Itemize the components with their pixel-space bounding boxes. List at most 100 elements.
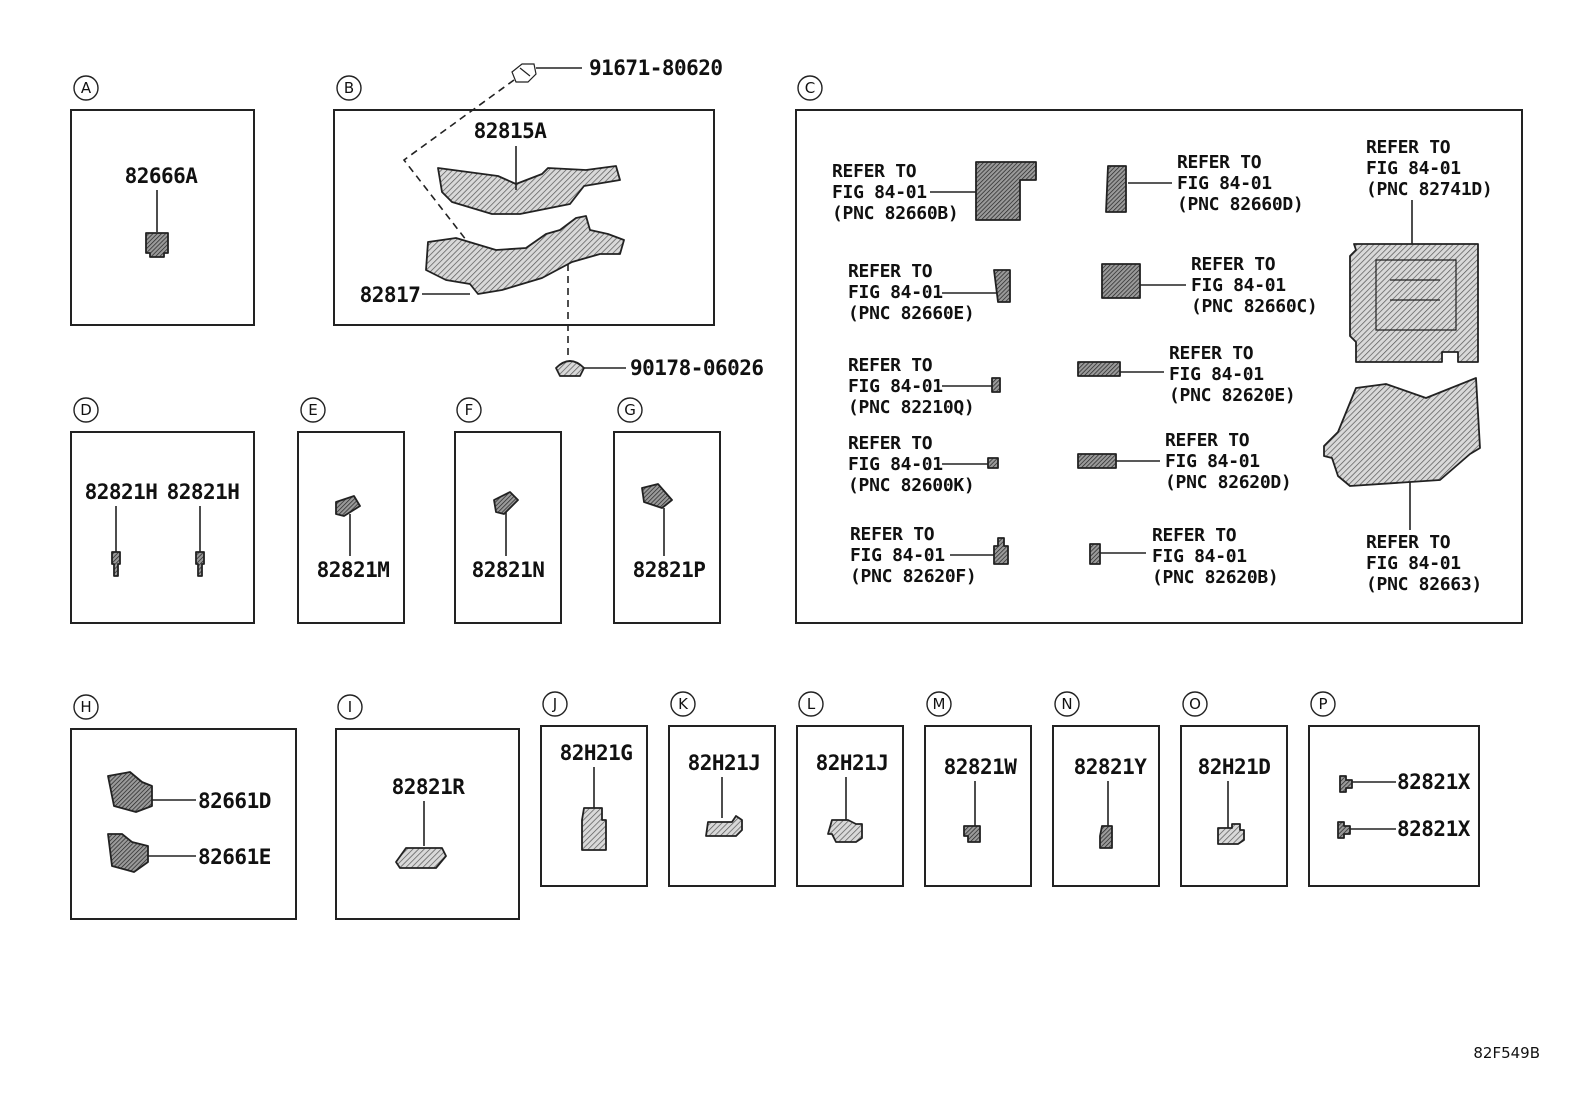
relay-cluster-icon bbox=[1101, 263, 1141, 299]
svg-text:REFER TO: REFER TO bbox=[1177, 152, 1262, 173]
svg-text:FIG 84-01: FIG 84-01 bbox=[1366, 158, 1461, 179]
reference-82660B: REFER TO FIG 84-01 (PNC 82660B) bbox=[832, 161, 1037, 224]
svg-text:REFER TO: REFER TO bbox=[1169, 343, 1254, 364]
svg-text:FIG 84-01: FIG 84-01 bbox=[1169, 364, 1264, 385]
part-82821N-label: 82821N bbox=[472, 558, 545, 582]
connector-icon bbox=[107, 771, 153, 813]
section-j-label: J bbox=[552, 695, 557, 713]
section-d-label: D bbox=[80, 401, 92, 419]
section-c-label: C bbox=[805, 79, 815, 97]
svg-text:REFER TO: REFER TO bbox=[848, 261, 933, 282]
part-82H21G-label: 82H21G bbox=[560, 741, 633, 765]
section-k-label: K bbox=[678, 695, 689, 713]
part-82815A-icon bbox=[437, 165, 621, 215]
section-n: N 82821Y bbox=[1052, 691, 1160, 887]
reference-82620B: REFER TO FIG 84-01 (PNC 82620B) bbox=[1089, 525, 1279, 588]
svg-text:FIG 84-01: FIG 84-01 bbox=[1177, 173, 1272, 194]
connector-icon bbox=[107, 833, 149, 873]
svg-text:REFER TO: REFER TO bbox=[1366, 532, 1451, 553]
svg-text:REFER TO: REFER TO bbox=[1191, 254, 1276, 275]
section-e: E 82821M bbox=[297, 397, 405, 624]
part-82666A-icon bbox=[145, 232, 169, 258]
svg-text:REFER TO: REFER TO bbox=[1366, 137, 1451, 158]
part-82821Y-label: 82821Y bbox=[1074, 755, 1148, 779]
diagram-code: 82F549B bbox=[1473, 1044, 1540, 1062]
svg-text:REFER TO: REFER TO bbox=[848, 355, 933, 376]
section-e-label: E bbox=[308, 401, 317, 419]
reference-82663: REFER TO FIG 84-01 (PNC 82663) bbox=[1323, 377, 1482, 595]
section-j: J 82H21G bbox=[540, 691, 648, 887]
part-82666A-label: 82666A bbox=[125, 164, 199, 188]
part-82815A-label: 82815A bbox=[474, 119, 548, 143]
section-b: B 91671-80620 82815A 82817 90178-06026 bbox=[333, 56, 764, 380]
fuse-strip-icon bbox=[1077, 453, 1117, 469]
reference-82660D: REFER TO FIG 84-01 (PNC 82660D) bbox=[1105, 152, 1304, 215]
svg-text:(PNC 82620E): (PNC 82620E) bbox=[1169, 385, 1295, 406]
section-o: O 82H21D bbox=[1180, 691, 1288, 887]
part-82H21J-label-2: 82H21J bbox=[816, 751, 889, 775]
fuse-holder-icon bbox=[1089, 543, 1101, 565]
section-m: M 82821W bbox=[924, 691, 1032, 887]
svg-text:REFER TO: REFER TO bbox=[1152, 525, 1237, 546]
section-c: C REFER TO FIG 84-01 (PNC 82660B) REFER … bbox=[795, 75, 1523, 624]
terminal-icon bbox=[1337, 821, 1351, 839]
reference-82210Q: REFER TO FIG 84-01 (PNC 82210Q) bbox=[848, 355, 1001, 418]
section-m-label: M bbox=[933, 695, 946, 713]
svg-text:(PNC 82620F): (PNC 82620F) bbox=[850, 566, 976, 587]
section-h: H 82661D 82661E bbox=[70, 694, 297, 920]
part-82H21J-label-1: 82H21J bbox=[688, 751, 761, 775]
section-n-label: N bbox=[1061, 695, 1072, 713]
part-82821W-label: 82821W bbox=[944, 755, 1018, 779]
svg-text:FIG 84-01: FIG 84-01 bbox=[1191, 275, 1286, 296]
svg-text:REFER TO: REFER TO bbox=[832, 161, 917, 182]
part-82821M-label: 82821M bbox=[317, 558, 390, 582]
relay-icon bbox=[1105, 165, 1127, 213]
section-i: I 82821R bbox=[335, 694, 520, 920]
part-82821H-label-2: 82821H bbox=[167, 480, 240, 504]
svg-text:REFER TO: REFER TO bbox=[848, 433, 933, 454]
connector-icon bbox=[335, 495, 361, 517]
svg-text:(PNC 82660D): (PNC 82660D) bbox=[1177, 194, 1303, 215]
svg-text:FIG 84-01: FIG 84-01 bbox=[848, 282, 943, 303]
part-91671-80620-label: 91671-80620 bbox=[589, 56, 723, 80]
part-82817-icon bbox=[425, 215, 625, 295]
connector-icon bbox=[963, 825, 981, 843]
junction-cover-icon bbox=[1323, 377, 1481, 487]
blade-fuse-icon bbox=[993, 537, 1009, 565]
section-p: P 82821X 82821X bbox=[1308, 691, 1480, 887]
connector-icon bbox=[581, 807, 607, 851]
svg-text:(PNC 82210Q): (PNC 82210Q) bbox=[848, 397, 974, 418]
section-g-label: G bbox=[624, 401, 636, 419]
bolt-icon bbox=[511, 63, 537, 83]
svg-text:(PNC 82620B): (PNC 82620B) bbox=[1152, 567, 1278, 588]
svg-text:(PNC 82600K): (PNC 82600K) bbox=[848, 475, 974, 496]
svg-text:FIG 84-01: FIG 84-01 bbox=[850, 545, 945, 566]
part-82821H-label-1: 82821H bbox=[85, 480, 158, 504]
part-82661E-label: 82661E bbox=[198, 845, 271, 869]
svg-text:FIG 84-01: FIG 84-01 bbox=[848, 376, 943, 397]
section-b-label: B bbox=[344, 79, 354, 97]
section-k: K 82H21J bbox=[668, 691, 776, 887]
mini-fuse-icon bbox=[987, 457, 999, 469]
section-o-label: O bbox=[1189, 695, 1201, 713]
svg-text:(PNC 82620D): (PNC 82620D) bbox=[1165, 472, 1291, 493]
section-h-label: H bbox=[80, 698, 91, 716]
svg-text:(PNC 82660E): (PNC 82660E) bbox=[848, 303, 974, 324]
small-relay-icon bbox=[993, 269, 1011, 303]
connector-icon bbox=[1099, 825, 1113, 849]
reference-82741D: REFER TO FIG 84-01 (PNC 82741D) bbox=[1349, 137, 1493, 363]
part-82821P-label: 82821P bbox=[633, 558, 706, 582]
svg-text:REFER TO: REFER TO bbox=[1165, 430, 1250, 451]
connector-icon bbox=[827, 819, 863, 843]
connector-icon bbox=[641, 483, 673, 509]
reference-82620E: REFER TO FIG 84-01 (PNC 82620E) bbox=[1077, 343, 1296, 406]
terminal-icon bbox=[1339, 775, 1353, 793]
svg-text:FIG 84-01: FIG 84-01 bbox=[848, 454, 943, 475]
reference-82660C: REFER TO FIG 84-01 (PNC 82660C) bbox=[1101, 254, 1318, 317]
svg-text:(PNC 82660B): (PNC 82660B) bbox=[832, 203, 958, 224]
section-f: F 82821N bbox=[454, 397, 562, 624]
svg-text:REFER TO: REFER TO bbox=[850, 524, 935, 545]
section-a: A 82666A bbox=[70, 75, 255, 326]
part-82821R-label: 82821R bbox=[392, 775, 466, 799]
